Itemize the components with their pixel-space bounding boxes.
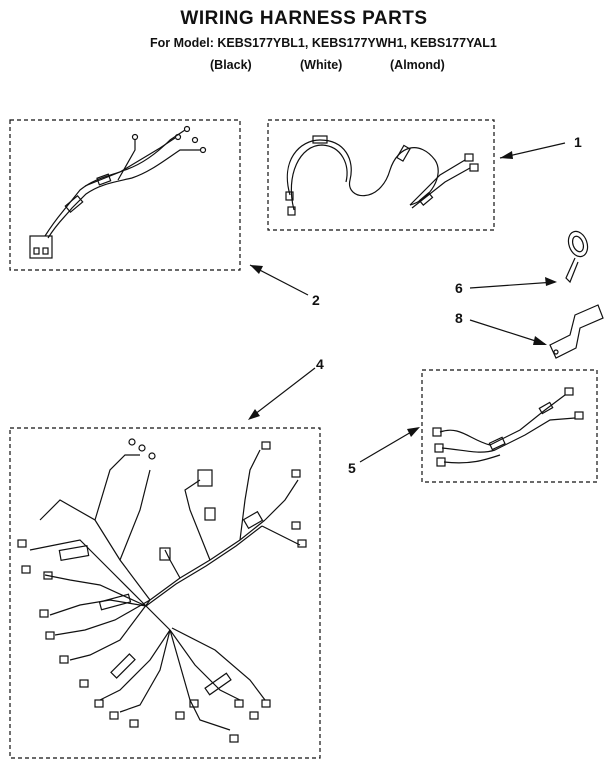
callout-1: 1 (574, 134, 582, 150)
part-1-harness (285, 135, 479, 216)
color-black: (Black) (210, 58, 252, 72)
color-white: (White) (300, 58, 343, 72)
callout-6: 6 (455, 280, 463, 296)
part-4-main-harness (17, 438, 307, 743)
part-1-box (267, 119, 495, 231)
part-8-bracket (549, 304, 604, 359)
leader-5 (359, 427, 419, 463)
part-5-harness (432, 387, 584, 467)
leader-6 (469, 281, 556, 289)
part-2-harness (29, 125, 207, 259)
leader-8 (469, 319, 546, 345)
color-almond: (Almond) (390, 58, 445, 72)
part-6-ring (565, 230, 589, 284)
callout-8: 8 (455, 310, 463, 326)
part-5-box (421, 369, 598, 483)
part-2-box (9, 119, 241, 271)
leader-4 (249, 367, 316, 419)
callout-2: 2 (312, 292, 320, 308)
page-title: WIRING HARNESS PARTS (180, 8, 428, 29)
model-line: For Model: KEBS177YBL1, KEBS177YWH1, KEB… (150, 36, 497, 50)
callout-4: 4 (316, 356, 324, 372)
part-4-box (9, 427, 321, 759)
callout-5: 5 (348, 460, 356, 476)
